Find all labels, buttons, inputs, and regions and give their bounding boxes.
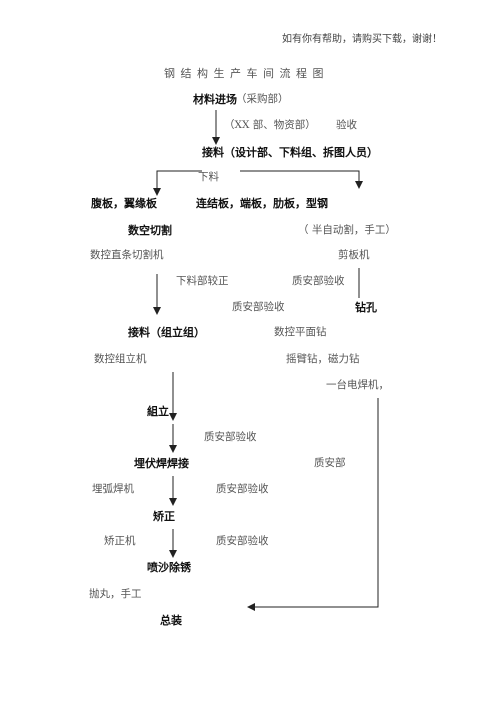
qa-check-3: 质安部验收	[204, 431, 257, 443]
arrow-receive-to-parts	[240, 170, 363, 189]
step-cnc-cut: 数空切割	[128, 224, 172, 237]
step-final-assembly: 总装	[160, 614, 182, 627]
step-receive: 接料（设计部、下料组、拆图人员）	[202, 146, 378, 159]
header-note: 如有你有帮助，请购买下载，谢谢！	[282, 34, 442, 45]
cnc-assembler: 数控组立机	[94, 353, 147, 365]
web-flange-plates: 腹板，翼缘板	[91, 197, 157, 210]
step-blasting: 喷沙除锈	[147, 561, 191, 574]
material-in-dept: （采购部）	[236, 93, 289, 105]
qa-check-1: 质安部验收	[292, 275, 345, 287]
step-receive-assembly: 接料（组立组）	[128, 326, 205, 339]
radial-drill: 摇臂钻，磁力钻	[286, 353, 360, 365]
step-correct: 矫正	[153, 510, 175, 523]
cnc-cut-machine: 数控直条切割机	[90, 249, 164, 261]
page-title: 钢结构生产车间流程图	[164, 67, 329, 80]
welder: 一台电焊机，	[326, 379, 389, 391]
qa-check-4: 质安部验收	[216, 483, 269, 495]
corrector-machine: 矫正机	[104, 535, 136, 547]
qa-check-5: 质安部验收	[216, 535, 269, 547]
step-drilling: 钻孔	[355, 301, 377, 314]
shear-machine: 剪板机	[338, 249, 370, 261]
shot-blast: 抛丸，手工	[89, 588, 142, 600]
cutting-label: 下料	[198, 171, 219, 183]
cut-method: （ 半自动割，手工）	[298, 224, 396, 236]
qa-dept: 质安部	[314, 457, 346, 469]
cnc-drill: 数控平面钻	[274, 326, 327, 338]
inspect-label: 验收	[336, 119, 357, 131]
saw-machine: 埋弧焊机	[92, 483, 134, 495]
step-assembly: 組立	[147, 405, 169, 418]
connection-parts: 连结板，端板，肋板，型钢	[196, 197, 328, 210]
inspect-dept: （XX 部、物资部）	[224, 119, 316, 131]
arrow-receive-to-web	[153, 170, 202, 196]
step-saw-weld: 埋伏焊焊接	[134, 457, 189, 470]
qa-check-2: 质安部验收	[232, 301, 285, 313]
straighten-dept: 下料部较正	[176, 275, 229, 287]
step-material-in: 材料进场	[193, 93, 237, 106]
arrow-drill-to-final	[247, 398, 379, 611]
